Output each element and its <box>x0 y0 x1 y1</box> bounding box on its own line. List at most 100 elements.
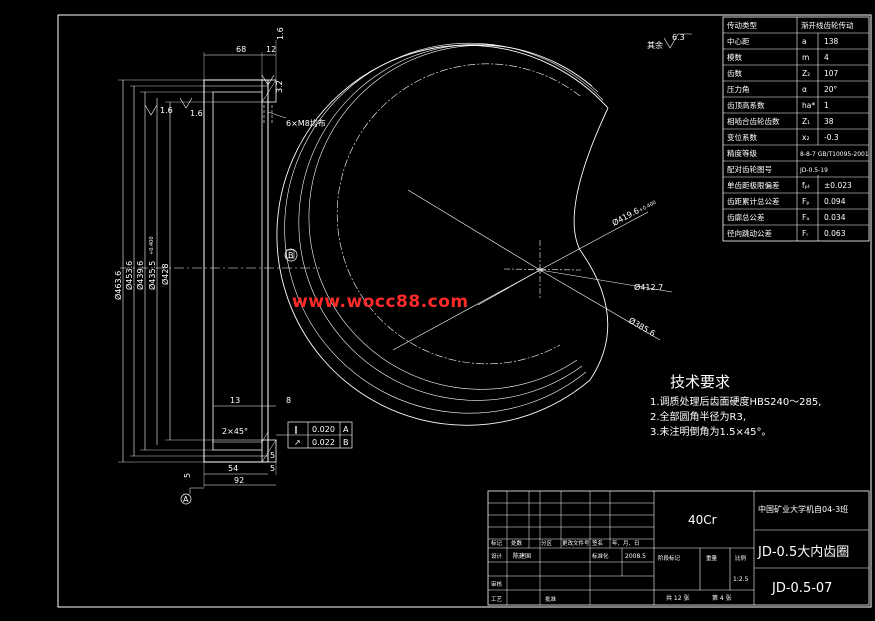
roughness-value: 6.3 <box>672 33 685 42</box>
table-cell-label: 单齿距极限偏差 <box>727 180 780 190</box>
table-cell-value: JD-0.5-19 <box>799 167 828 174</box>
tol-datum-1: A <box>343 425 349 434</box>
table-cell-label: 齿顶高系数 <box>727 100 765 110</box>
school: 中国矿业大学机自04-3班 <box>758 504 848 514</box>
watermark: www.wocc88.com <box>292 292 469 312</box>
table-cell-symbol: x₂ <box>802 133 809 142</box>
drawing-border <box>57 14 872 608</box>
table-cell-value: 4 <box>824 53 829 62</box>
material: 40Cr <box>688 513 717 527</box>
dim-54: 54 <box>228 464 238 473</box>
dim-12: 12 <box>266 45 276 54</box>
parameter-table <box>722 16 870 242</box>
table-cell-symbol: Fᵣ <box>802 229 808 238</box>
dim-5a: 5 <box>270 464 275 473</box>
table-cell-label: 压力角 <box>727 84 750 94</box>
tb-label-9: 重量 <box>706 554 718 562</box>
tb-label-6: 设计 <box>491 552 503 560</box>
table-cell-symbol: Z₂ <box>802 69 810 78</box>
datum-a-label: A <box>183 495 189 504</box>
table-header-1: 渐开线齿轮传动 <box>801 20 854 30</box>
datum-b-marker <box>284 248 298 262</box>
tol-value-2: 0.022 <box>312 438 335 447</box>
tol-symbol-1: ∥ <box>294 425 298 434</box>
table-cell-value: 0.034 <box>824 213 846 222</box>
table-cell-value: ±0.023 <box>824 181 852 190</box>
table-cell-label: 齿廓总公差 <box>727 212 765 222</box>
date: 2008.5 <box>625 553 646 560</box>
dim-r4: 1.6 <box>276 27 285 40</box>
tech-item-1: 1.调质处理后齿面硬度HBS240～285, <box>650 395 821 408</box>
tb-label-5: 年、月、日 <box>612 539 640 547</box>
table-cell-value: -0.3 <box>824 133 839 142</box>
section-view <box>118 40 353 505</box>
table-cell-label: 齿数 <box>727 68 742 78</box>
tb-label-13: 批准 <box>545 595 557 603</box>
tb-label-8: 阶段标记 <box>658 554 681 562</box>
tb-label-0: 标记 <box>491 539 503 547</box>
table-cell-value: 20° <box>824 85 838 94</box>
table-cell-symbol: Z₁ <box>802 117 810 126</box>
dim-d3: Ø439.6 <box>135 261 145 290</box>
table-header-0: 传动类型 <box>727 20 757 30</box>
table-cell-symbol: fₚₜ <box>802 181 810 190</box>
tech-item-2: 2.全部圆角半径为R3, <box>650 410 746 423</box>
circle-dim-3: Ø385.6 <box>627 315 657 338</box>
tol-symbol-2: ↗ <box>294 438 301 447</box>
dim-68: 68 <box>236 45 246 54</box>
tol-datum-2: B <box>343 438 349 447</box>
dim-13: 13 <box>230 396 240 405</box>
sheet-no: 第 4 张 <box>712 594 732 602</box>
table-cell-label: 齿距累计总公差 <box>727 196 780 206</box>
dim-92: 92 <box>234 476 244 485</box>
dim-5b: 5 <box>270 451 275 460</box>
table-cell-label: 精度等级 <box>727 148 757 158</box>
table-cell-label: 变位系数 <box>727 132 757 142</box>
sheets-total: 共 12 张 <box>666 594 689 602</box>
table-cell-symbol: Fₚ <box>802 197 810 206</box>
dim-5c: 5 <box>183 473 192 478</box>
table-cell-value: 1 <box>824 101 829 110</box>
table-cell-value: 138 <box>824 37 839 46</box>
dim-d4-tol: +0.400 <box>149 236 155 255</box>
tol-value-1: 0.020 <box>312 425 335 434</box>
drawing-no: JD-0.5-07 <box>771 581 832 596</box>
table-cell-value: 0.063 <box>824 229 846 238</box>
table-cell-symbol: m <box>802 53 809 62</box>
table-cell-label: 配对齿轮图号 <box>727 164 772 174</box>
dim-r1: 1.6 <box>160 106 173 115</box>
tb-label-4: 签名 <box>592 539 603 547</box>
dim-r2: 1.6 <box>190 109 203 118</box>
dim-8: 8 <box>286 396 291 405</box>
roughness-label: 其余 <box>647 40 663 50</box>
table-cell-value: 107 <box>824 69 839 78</box>
circle-dim-2: Ø412.7 <box>634 282 663 292</box>
dim-d5: Ø428 <box>160 263 170 285</box>
table-cell-symbol: a <box>802 37 807 46</box>
tech-item-3: 3.未注明倒角为1.5×45°。 <box>650 425 772 438</box>
tb-label-2: 分区 <box>541 539 553 547</box>
dim-d2: Ø453.6 <box>124 261 134 290</box>
gear-ring-view <box>276 33 692 426</box>
table-cell-label: 相啮合齿轮齿数 <box>727 116 780 126</box>
tb-label-10: 比例 <box>735 554 747 562</box>
tb-label-3: 更改文件号 <box>562 539 590 547</box>
circle-dim-1-tol: +0.400 <box>638 200 657 214</box>
table-cell-label: 模数 <box>727 52 742 62</box>
dim-holes: 6×M8均布 <box>286 118 326 128</box>
dim-d4: Ø435.5 <box>147 261 157 290</box>
designer: 陈建国 <box>513 552 531 560</box>
tb-label-7: 标准化 <box>592 552 609 560</box>
table-cell-label: 径向跳动公差 <box>727 228 772 238</box>
scale: 1:2.5 <box>733 576 749 583</box>
table-cell-symbol: ha* <box>802 101 815 110</box>
tb-label-11: 审核 <box>491 580 503 588</box>
tb-label-1: 处数 <box>511 539 523 547</box>
datum-b-label: B <box>288 251 294 260</box>
tech-title: 技术要求 <box>670 373 730 391</box>
datum-a-marker <box>180 493 192 505</box>
table-cell-label: 中心距 <box>727 36 750 46</box>
table-cell-value: 8-8-7 GB/T10095-2001 <box>800 151 869 158</box>
title-block <box>487 490 870 606</box>
